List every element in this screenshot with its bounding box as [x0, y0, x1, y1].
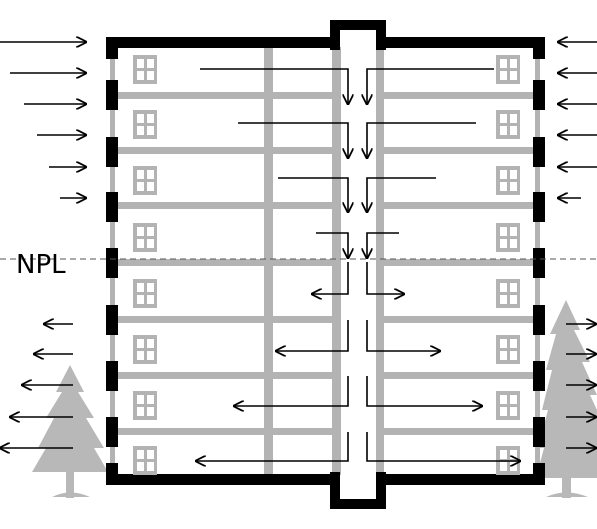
window-icon: [496, 279, 520, 308]
interior-outflow-right: [366, 432, 520, 461]
interior-outflow-right: [366, 376, 482, 406]
window-icon: [496, 110, 520, 139]
window-icon: [133, 166, 157, 195]
tree-icon: [536, 300, 597, 498]
window-icon: [496, 223, 520, 252]
window-icon: [133, 110, 157, 139]
window-icon: [496, 166, 520, 195]
window-icon: [496, 55, 520, 84]
interior-outflow-left: [312, 262, 349, 294]
interior-outflow-right: [366, 320, 440, 351]
npl-label: NPL: [16, 250, 66, 280]
interior-inflow-left: [278, 177, 348, 212]
window-icon: [496, 335, 520, 364]
interior-inflow-right: [367, 122, 476, 158]
floor-slabs: [116, 92, 534, 435]
interior-inflow-right: [367, 232, 399, 258]
elevator-shaft: [341, 30, 376, 499]
window-icon: [133, 335, 157, 364]
tree-icon: [32, 365, 108, 498]
window-icon: [133, 391, 157, 420]
interior-columns: [264, 47, 384, 475]
interior-inflow-right: [367, 68, 494, 104]
interior-outflow-left: [276, 320, 349, 351]
interior-outflow-right: [366, 262, 404, 294]
windows: [133, 55, 520, 475]
interior-inflow-left: [316, 232, 348, 258]
window-icon: [133, 446, 157, 475]
window-icon: [496, 391, 520, 420]
window-icon: [133, 279, 157, 308]
window-icon: [133, 223, 157, 252]
window-icon: [133, 55, 157, 84]
interior-inflow-right: [367, 177, 436, 212]
interior-outflow-left: [196, 432, 349, 461]
airflow-arrows: [0, 42, 597, 461]
right-wall-segments: [533, 80, 545, 447]
left-wall-segments: [106, 80, 118, 447]
interior-inflow-left: [238, 122, 348, 158]
building-outline: [106, 20, 545, 509]
interior-outflow-left: [234, 376, 349, 406]
interior-inflow-left: [200, 68, 348, 104]
